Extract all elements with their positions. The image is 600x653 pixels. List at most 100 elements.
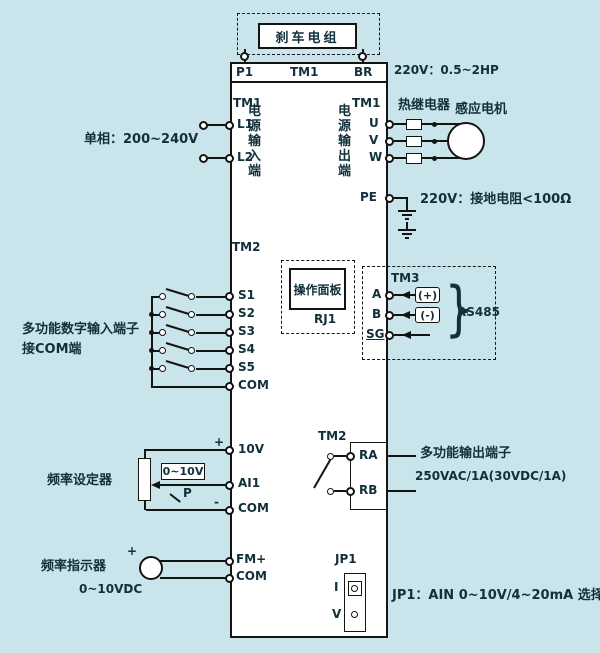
ground-resistance-note: 220V：接地电阻<100Ω: [420, 192, 572, 207]
wire: [394, 123, 408, 125]
wire: [146, 509, 226, 511]
terminal-ai1-circle: [225, 481, 234, 490]
terminal-a-circle: [385, 291, 394, 300]
switch-contact: [159, 329, 166, 336]
junction-dot: [432, 139, 437, 144]
rs485-brace-icon: }: [444, 274, 474, 344]
common-bus-wire: [151, 296, 153, 388]
terminal-s3: S3: [238, 324, 255, 338]
jp1-pin-v: [351, 611, 358, 618]
switch-contact: [188, 365, 195, 372]
terminal-strip-tm2-left: TM2: [232, 240, 261, 254]
terminal-v-circle: [385, 137, 394, 146]
terminal-com-analog-circle: [225, 506, 234, 515]
polarity-minus: -: [214, 495, 219, 509]
terminal-com-meter-circle: [225, 574, 234, 583]
meter-plus: +: [127, 544, 138, 558]
terminal-pe: PE: [360, 190, 377, 204]
wire: [394, 334, 430, 336]
terminal-a: A: [372, 287, 382, 301]
terminal-circle: [358, 52, 367, 61]
wire: [196, 296, 226, 298]
rs485-label: RS485: [457, 305, 500, 319]
terminal-l1: L1: [237, 117, 253, 131]
switch-lever-icon: [165, 324, 190, 333]
wire: [388, 455, 416, 457]
ground-icon: [405, 218, 409, 220]
terminal-strip-tm1-top: TM1: [290, 65, 319, 79]
terminal-s2-circle: [225, 310, 234, 319]
switch-contact: [188, 347, 195, 354]
relay-output-label: 多功能输出端子: [420, 446, 512, 461]
terminal-com: COM: [238, 378, 269, 392]
terminal-strip-tm1-right: TM1: [352, 96, 381, 110]
ground-icon: [405, 237, 409, 239]
wire: [422, 123, 462, 125]
arrow-left-icon: [401, 311, 410, 319]
terminal-u: U: [369, 116, 379, 130]
operation-panel-label: 操作面板: [289, 268, 346, 310]
potentiometer-icon: [138, 458, 151, 501]
terminal-p1: P1: [236, 65, 254, 79]
terminal-s5-circle: [225, 364, 234, 373]
wire: [196, 368, 226, 370]
terminal-strip-tm1-left: TM1: [233, 96, 262, 110]
tm3-dashed-box: [362, 266, 496, 360]
terminal-circle: [240, 52, 249, 61]
relay-contact: [327, 488, 334, 495]
thermal-relay-contact-icon: [406, 119, 422, 130]
terminal-w: W: [369, 150, 383, 164]
terminal-v: V: [369, 133, 379, 147]
jp1-pin-i: [351, 585, 358, 592]
brake-resistor-dashed-box: [237, 13, 380, 55]
wire: [144, 449, 146, 459]
induction-motor-label: 感应电机: [455, 102, 508, 117]
com-connect-label: 接COM端: [22, 342, 82, 357]
wire: [160, 560, 226, 562]
arrow-left-icon: [401, 291, 410, 299]
switch-contact: [188, 311, 195, 318]
terminal-fm-circle: [225, 557, 234, 566]
terminal-s4-circle: [225, 346, 234, 355]
terminal-ai1: AI1: [238, 476, 261, 490]
terminal-ra: RA: [359, 448, 378, 462]
terminal-br: BR: [354, 65, 373, 79]
wire: [152, 314, 159, 316]
wire: [196, 332, 226, 334]
wire: [207, 124, 227, 126]
wire: [394, 140, 408, 142]
arrow-left-icon: [402, 331, 411, 339]
wire: [144, 500, 146, 510]
terminal-com-meter: COM: [236, 569, 267, 583]
meter-range-label: 0~10VDC: [79, 582, 143, 596]
terminal-u-circle: [385, 120, 394, 129]
switch-contact: [188, 329, 195, 336]
terminal-s1: S1: [238, 288, 255, 302]
ground-icon: [398, 210, 416, 212]
digital-input-label: 多功能数字输入端子: [22, 322, 140, 337]
relay-block-box: [350, 442, 388, 510]
wire: [334, 490, 346, 492]
switch-lever-icon: [165, 288, 190, 297]
jp1-label: JP1: [335, 552, 357, 566]
ground-icon: [402, 214, 412, 216]
single-phase-label: 单相：200~240V: [84, 132, 199, 147]
terminal-s5: S5: [238, 360, 255, 374]
inverter-body: [230, 62, 388, 638]
switch-contact: [159, 365, 166, 372]
wire: [160, 577, 226, 579]
switch-contact: [159, 347, 166, 354]
jp1-note: JP1：AIN 0~10V/4~20mA 选择: [392, 588, 600, 603]
wire: [394, 157, 408, 159]
junction-dot: [149, 312, 154, 317]
terminal-w-circle: [385, 154, 394, 163]
junction-dot: [149, 330, 154, 335]
terminal-strip-tm3: TM3: [391, 271, 420, 285]
switch-contact: [188, 293, 195, 300]
terminal-sg-circle: [385, 331, 394, 340]
terminal-b-circle: [385, 311, 394, 320]
thermal-relay-contact-icon: [406, 136, 422, 147]
ground-icon: [402, 233, 412, 235]
relay-rating-label: 250VAC/1A(30VDC/1A): [415, 469, 567, 483]
wire: [422, 157, 462, 159]
